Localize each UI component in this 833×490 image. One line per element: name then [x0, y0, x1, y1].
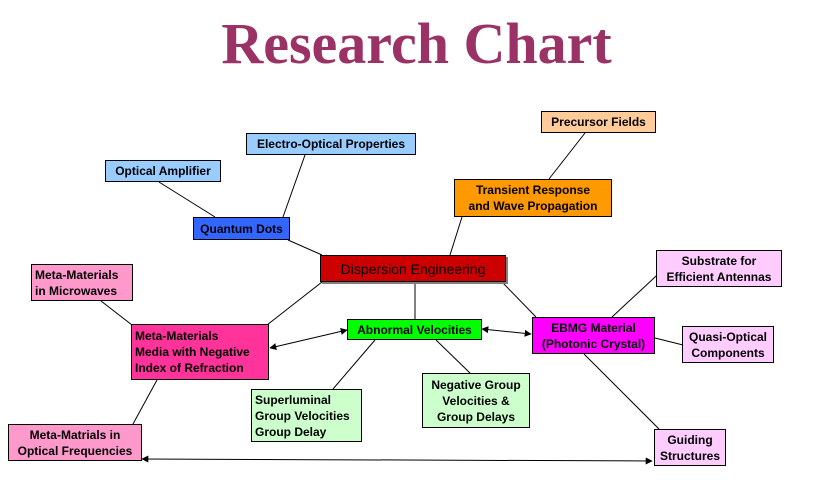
- connector-quantum-dots-to-dispersion-engineering: [287, 239, 323, 256]
- connector-abnormal-velocities-to-superluminal: [332, 339, 376, 390]
- connector-ebmg-material-to-quasi-optical: [654, 337, 684, 346]
- node-electro-optical-properties: Electro-Optical Properties: [246, 133, 416, 155]
- node-meta-materials-optical: Meta-Matrials in Optical Frequencies: [8, 424, 142, 461]
- node-precursor-fields: Precursor Fields: [541, 111, 656, 133]
- connector-meta-materials-negative-index-to-meta-materials-optical: [132, 379, 158, 425]
- node-transient-response: Transient Response and Wave Propagation: [454, 179, 612, 217]
- node-quantum-dots: Quantum Dots: [193, 217, 290, 240]
- node-negative-group: Negative Group Velocities & Group Delays: [422, 373, 530, 428]
- node-guiding-structures: Guiding Structures: [654, 429, 726, 466]
- connector-optical-amplifier-to-quantum-dots: [158, 181, 216, 218]
- page-title: Research Chart: [221, 11, 612, 76]
- connector-precursor-fields-to-transient-response: [548, 132, 586, 180]
- connector-transient-response-to-dispersion-engineering: [449, 216, 463, 256]
- node-abnormal-velocities: Abnormal Velocities: [347, 319, 482, 340]
- connector-dispersion-engineering-to-meta-materials-negative-index: [266, 281, 323, 326]
- connector-abnormal-velocities-to-negative-group: [435, 339, 471, 374]
- node-ebmg-material: EBMG Material (Photonic Crystal): [532, 317, 655, 354]
- connector-meta-materials-microwaves-to-meta-materials-negative-index: [100, 300, 133, 326]
- node-meta-materials-negative-index: Meta-Materials Media with Negative Index…: [131, 324, 269, 380]
- node-optical-amplifier: Optical Amplifier: [105, 160, 221, 182]
- node-superluminal: Superluminal Group Velocities Group Dela…: [251, 389, 362, 442]
- connector-dispersion-engineering-to-ebmg-material: [501, 281, 537, 318]
- node-substrate-antennas: Substrate for Efficient Antennas: [656, 250, 782, 287]
- node-dispersion-engineering: Dispersion Engineering: [320, 255, 506, 282]
- connector-ebmg-material-to-guiding-structures: [583, 353, 660, 430]
- node-meta-materials-microwaves: Meta-Materials in Microwaves: [31, 264, 133, 301]
- node-quasi-optical: Quasi-Optical Components: [682, 326, 774, 363]
- connector-abnormal-velocities-to-meta-materials-negative-index: [269, 328, 348, 350]
- connector-electro-optical-properties-to-quantum-dots: [282, 154, 306, 218]
- connector-meta-materials-optical-to-guiding-structures: [141, 455, 653, 465]
- connector-abnormal-velocities-to-ebmg-material: [481, 326, 532, 337]
